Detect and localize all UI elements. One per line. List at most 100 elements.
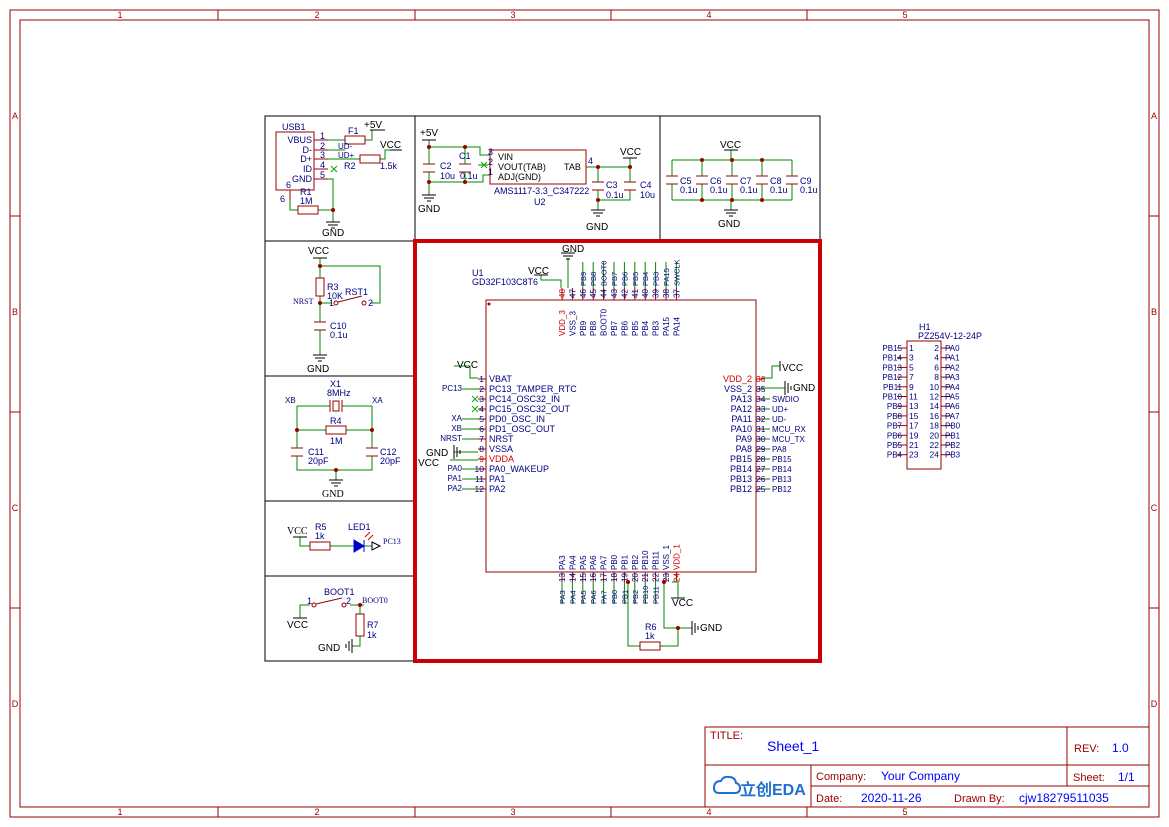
value-r7: 1k [367,630,377,640]
ldo-regulator[interactable] [489,149,587,185]
mcu-pin-number: 47 [568,289,577,298]
ref-c2: C2 [440,161,452,171]
mcu-pin-number: 8 [479,444,484,454]
ref-c11: C11 [308,447,324,457]
header-pin-number: 19 [909,430,919,440]
power-gnd: GND [586,222,608,233]
value-r1: 1M [300,196,313,206]
ref-r4: R4 [330,416,342,426]
ref-c4: C4 [640,180,652,190]
mcu-pin-number: 35 [756,384,766,394]
reset-switch[interactable] [333,295,367,306]
mcu-pin-number: 41 [631,289,640,298]
no-connect-mark [471,405,479,413]
header-net-right: PA0 [945,344,960,353]
usb-block: USB1 VBUS D- D+ ID GND 1 2 3 4 5 6 6 F1 … [275,120,402,239]
header-net-right: PA7 [945,412,960,421]
net-ud-plus: UD+ [338,151,355,160]
ref-cap: C7 [740,176,752,186]
net-label: PA8 [772,445,787,454]
ldo-pin-label: VIN [498,152,513,162]
value-cap: 0.1u [680,185,698,195]
header-h1[interactable] [906,340,942,470]
resistor-r1[interactable] [297,205,319,215]
sheet-frame [9,9,1160,818]
net-label: PB0 [610,590,619,604]
resistor-r7[interactable] [355,613,365,637]
value-x1: 8MHz [327,388,351,398]
resistor-r3[interactable] [315,277,325,297]
row-label: B [12,307,18,317]
mcu-pin-number: 45 [589,289,598,298]
mcu-part: GD32F103C8T6 [472,277,538,287]
mcu-pin-name: PC15_OSC32_OUT [489,404,571,414]
mcu-pin-name: PA10 [731,424,752,434]
mcu-pin-name: PB1 [620,554,629,570]
power-gnd: GND [426,448,448,459]
mcu-pin-number: 42 [620,289,629,298]
mcu-pin-number: 32 [756,414,766,424]
resistor-r2[interactable] [359,154,381,164]
mcu-pin-number: 7 [479,434,484,444]
column-label: 2 [314,10,319,20]
fuse-f1[interactable] [344,135,366,145]
ldo-block: VIN VOUT(TAB) ADJ(GND) TAB 3 2 1 4 AMS11… [418,128,655,233]
net-label: PA2 [447,484,462,493]
mcu-pin-name: VDD_2 [723,374,752,384]
mcu-block-frame[interactable] [413,239,822,663]
mcu-pin-number: 44 [600,289,609,298]
header-net-right: PA3 [945,373,960,382]
pin-number: 2 [488,157,493,167]
usb-pin-label: ID [303,164,313,174]
mcu-pin-number: 37 [672,289,681,298]
net-label: PB1 [620,590,629,604]
row-label: D [12,699,19,709]
column-label: 4 [706,807,711,817]
mcu-body[interactable] [485,299,757,573]
usb-pin-label: D+ [300,154,312,164]
led-diode[interactable] [353,531,374,553]
header-pin-number: 13 [909,401,919,411]
crystal-x1[interactable] [329,400,343,412]
column-label: 3 [510,10,515,20]
header-net-left: PB9 [887,402,903,411]
net-boot0: BOOT0 [362,596,388,605]
ref-cap: C8 [770,176,782,186]
boot-switch[interactable] [311,597,347,608]
ref-c12: C12 [380,447,397,457]
net-label: SWCLK [672,259,681,286]
row-label: A [12,111,18,121]
net-label: XB [451,424,462,433]
header-net-right: PA4 [945,383,960,392]
rev-value: 1.0 [1112,741,1129,755]
header-pin-number: 11 [909,392,918,402]
resistor-r6[interactable] [639,641,661,651]
header-pin-number: 20 [930,430,940,440]
resistor-r4[interactable] [325,425,347,435]
mcu-pin-name: PA11 [731,414,752,424]
date-label: Date: [816,793,842,805]
net-label: PB15 [772,455,792,464]
led-block: R5 1k LED1 PC13 VCC [287,522,401,553]
power-5v: +5V [364,120,382,131]
header-ref: H1 [919,322,931,332]
resistor-r5[interactable] [309,541,331,551]
mcu-pin-name: PD0_OSC_IN [489,414,545,424]
sheet-value: 1/1 [1118,770,1135,784]
row-label: A [1151,111,1157,121]
net-label: PA5 [579,590,588,604]
mcu-pin-name: PD1_OSC_OUT [489,424,556,434]
pin-number: 3 [320,150,325,160]
usb-connector[interactable] [275,131,315,191]
net-label: PA6 [589,590,598,604]
mcu-pin-name: VBAT [489,374,512,384]
mcu-pin-name: PA1 [489,474,505,484]
header-pin-number: 17 [909,421,919,431]
date-value: 2020-11-26 [861,791,922,805]
column-label: 5 [902,807,907,817]
power-gnd: GND [307,364,329,375]
mcu-pin-number: 31 [756,424,766,434]
mcu-pin-name: PA14 [672,316,681,336]
